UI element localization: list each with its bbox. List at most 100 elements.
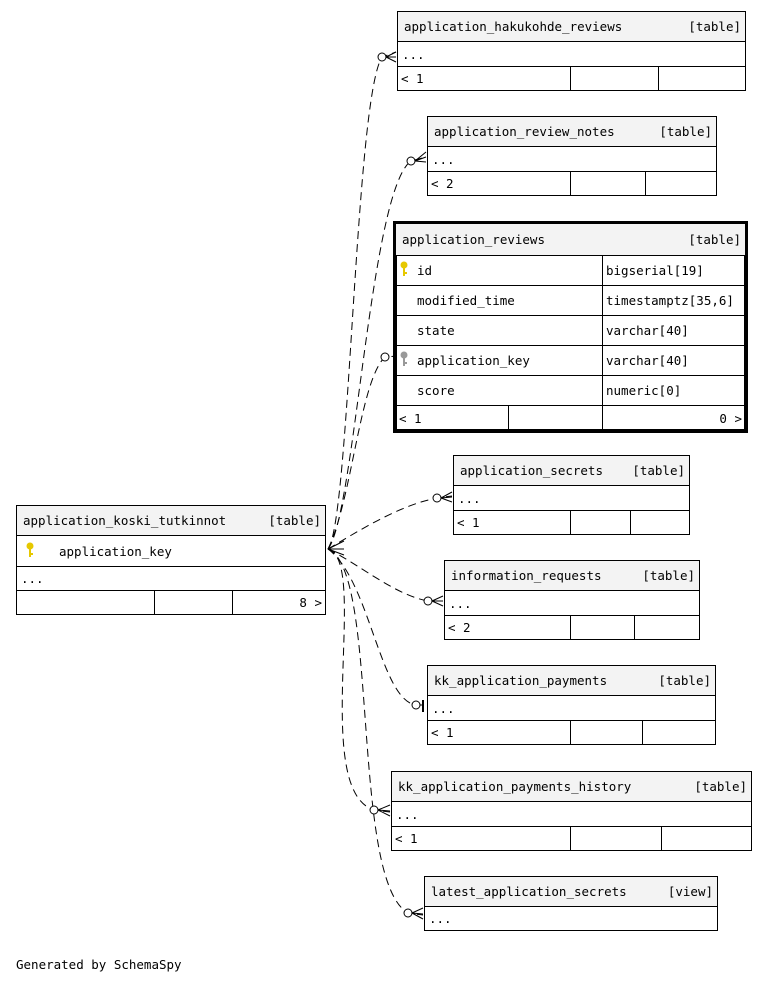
crow-circle [377,52,387,62]
table-application-reviews[interactable]: application_reviews [table] id bigserial… [393,221,748,433]
footer-cell [508,406,602,430]
edge-secrets [327,495,453,550]
table-information-requests[interactable]: information_requests [table] ... < 2 [444,560,700,640]
footer-cell [570,827,661,850]
footer-cell [570,511,630,534]
table-kind: [table] [688,19,741,34]
columns-ellipsis: ... [458,490,481,506]
crow-circle [406,156,416,166]
parents-count: < 2 [431,176,454,191]
column-type: timestamptz[35,6] [602,286,745,315]
footer-cell [570,67,658,90]
parents-count: < 2 [448,620,471,635]
table-application-review-notes[interactable]: application_review_notes [table] ... < 2 [427,116,717,196]
table-kind: [table] [658,673,711,688]
table-latest-application-secrets[interactable]: latest_application_secrets [view] ... [424,876,718,931]
column-row-modified-time[interactable]: modified_time timestamptz[35,6] [396,286,745,316]
footer-cell [634,616,699,639]
footer-cell [570,721,642,744]
column-type: varchar[40] [602,316,745,345]
columns-ellipsis: ... [21,571,44,586]
crow-circle [411,700,421,710]
primary-key-icon [25,542,35,561]
table-kk-application-payments[interactable]: kk_application_payments [table] ... < 1 [427,665,716,745]
edge-reviews [327,355,398,550]
column-row-application-key[interactable]: application_key [17,536,325,567]
parents-count: < 1 [395,831,418,846]
crow-foot [440,491,453,503]
column-name: state [417,323,455,338]
crow-foot [327,540,345,556]
table-name: application_koski_tutkinnot [23,513,227,528]
table-kind: [view] [667,884,713,899]
table-kind: [table] [659,124,712,139]
column-row-score[interactable]: score numeric[0] [396,376,745,406]
table-name: kk_application_payments_history [398,779,632,794]
crow-circle [423,596,433,606]
parents-count: < 1 [431,725,454,740]
table-name: application_reviews [402,232,545,247]
column-row-id[interactable]: id bigserial[19] [396,256,745,286]
column-type: numeric[0] [602,376,745,405]
footer-cell [570,616,634,639]
crow-circle [380,352,390,362]
footer-cell [645,172,716,195]
column-type: varchar[40] [602,346,745,375]
table-application-hakukohde-reviews[interactable]: application_hakukohde_reviews [table] ..… [397,11,746,91]
crow-circle [403,908,413,918]
crow-foot [377,804,391,817]
table-application-koski-tutkinnot[interactable]: application_koski_tutkinnot [table] appl… [16,505,326,615]
column-name: application_key [417,353,530,368]
columns-ellipsis: ... [429,911,452,926]
columns-ellipsis: ... [432,151,455,167]
columns-ellipsis: ... [449,595,472,611]
column-name: modified_time [417,293,515,308]
table-kind: [table] [642,568,695,583]
parents-count: < 1 [399,410,422,426]
table-name: application_hakukohde_reviews [404,19,623,34]
crow-circle [432,493,442,503]
edge-latest-secrets [327,548,424,916]
table-kind: [table] [694,779,747,794]
columns-ellipsis: ... [402,46,425,62]
edge-payments-history [327,548,391,813]
parents-count: < 1 [457,515,480,530]
table-kk-application-payments-history[interactable]: kk_application_payments_history [table] … [391,771,752,851]
column-row-application-key[interactable]: application_key varchar[40] [396,346,745,376]
columns-ellipsis: ... [396,806,419,822]
footer-cell [642,721,715,744]
children-count: 0 > [602,406,745,430]
table-name: information_requests [451,568,602,583]
crow-foot [385,51,397,63]
footer-cell [658,67,745,90]
column-name: id [417,263,433,278]
edge-information-requests [327,548,443,602]
footer-cell [570,172,645,195]
primary-key-icon [399,261,409,280]
table-kind: [table] [632,463,685,478]
generated-by-label: Generated by SchemaSpy [16,957,182,972]
footer-cell [661,827,751,850]
column-row-state[interactable]: state varchar[40] [396,316,745,346]
crow-foot [414,151,427,163]
crow-foot [431,595,444,607]
crow-foot [411,907,424,920]
column-name: score [417,383,455,398]
parents-count: < 1 [401,71,424,86]
table-name: latest_application_secrets [431,884,627,899]
table-name: application_secrets [460,463,603,478]
foreign-key-icon [399,351,409,370]
column-name: application_key [59,543,172,559]
edge-hakukohde-reviews [327,51,397,550]
table-name: kk_application_payments [434,673,608,688]
table-kind: [table] [268,513,321,528]
children-count: 8 > [232,591,325,614]
table-application-secrets[interactable]: application_secrets [table] ... < 1 [453,455,690,535]
footer-cell [630,511,689,534]
columns-ellipsis: ... [432,700,455,716]
edge-payments [327,548,426,706]
table-name: application_review_notes [434,124,615,139]
footer-cell [17,591,154,614]
footer-cell [154,591,232,614]
